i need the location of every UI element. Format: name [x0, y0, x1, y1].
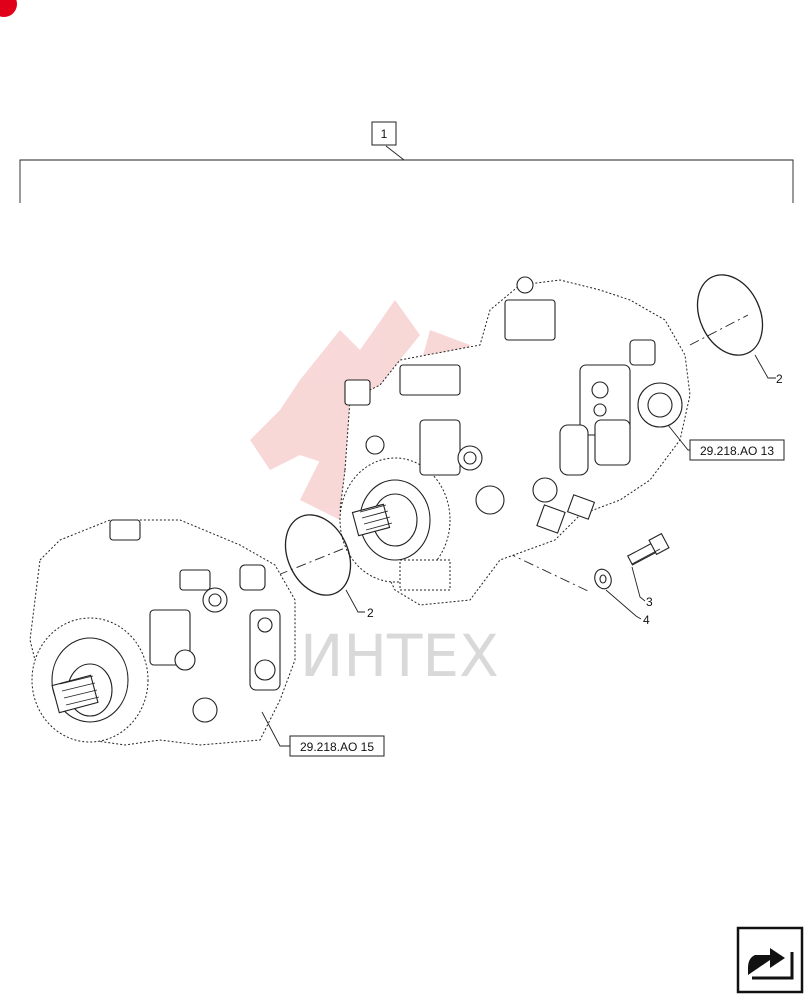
washer-part	[594, 568, 612, 590]
oring-rear-part	[696, 274, 764, 356]
leader-oring-top	[754, 354, 776, 379]
rear-pump-drawing	[339, 276, 691, 606]
leader-bolt	[631, 566, 646, 602]
ref-rear-pump[interactable]: 29.218.AO 13	[689, 439, 785, 461]
svg-text:1: 1	[381, 127, 388, 141]
leader-washer	[605, 589, 642, 620]
callout-washer: 4	[643, 613, 650, 627]
callout-bolt: 3	[646, 595, 653, 609]
axis-rear	[689, 314, 749, 346]
watermark-text: ИНТЕХ	[300, 622, 499, 690]
bolt-part	[627, 532, 670, 566]
leader-oring-mid	[345, 589, 365, 613]
ref-front-pump[interactable]: 29.218.AO 15	[289, 735, 385, 757]
ref-rear-pump-label: 29.218.AO 13	[700, 444, 774, 458]
next-page-arrow-icon[interactable]	[736, 926, 804, 994]
assembly-callout: 1	[371, 121, 397, 146]
axis-front	[277, 547, 346, 576]
corner-badge-icon	[0, 0, 17, 17]
assembly-bracket	[19, 145, 794, 203]
front-pump-drawing	[29, 519, 296, 746]
oring-front-part	[284, 514, 352, 596]
callout-oring-top: 2	[776, 372, 783, 386]
ref-front-pump-label: 29.218.AO 15	[300, 740, 374, 754]
callout-oring-mid: 2	[367, 606, 374, 620]
leader-front-ref	[261, 711, 292, 747]
